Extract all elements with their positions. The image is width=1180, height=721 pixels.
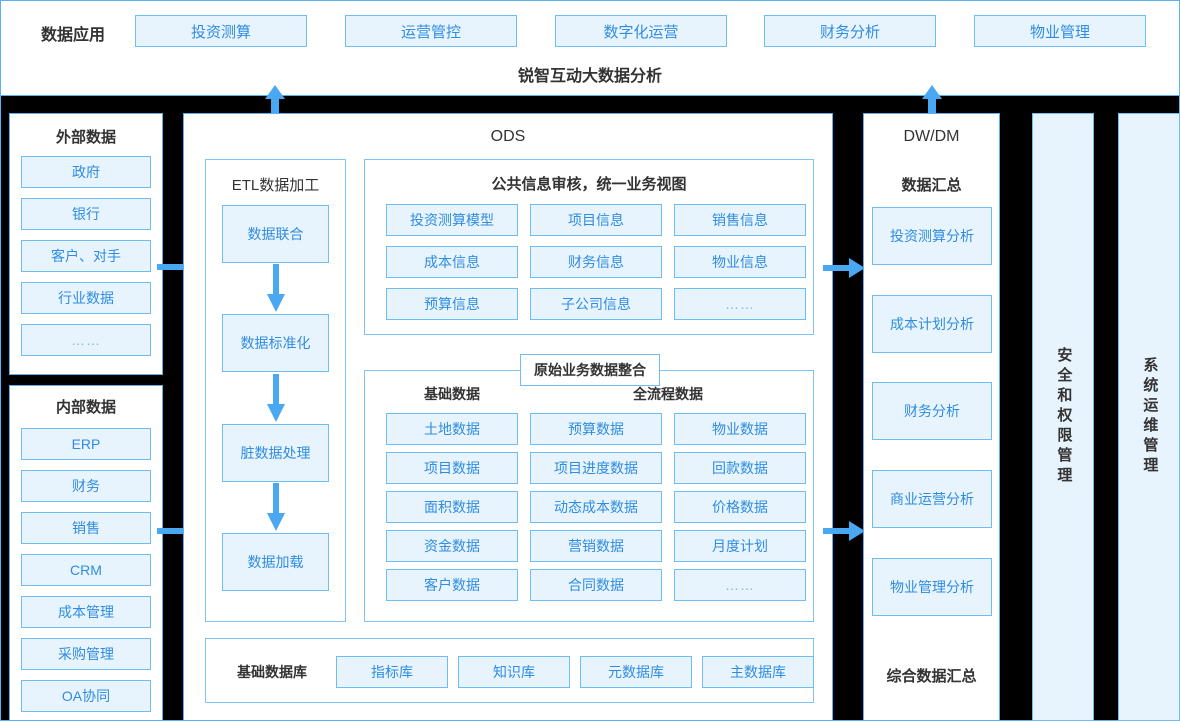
- basic-data-item-1[interactable]: 项目数据: [386, 452, 518, 484]
- full-data-col1-item-3[interactable]: 营销数据: [530, 530, 662, 562]
- etl-panel: ETL数据加工 数据联合 数据标准化 脏数据处理 数据加载: [205, 159, 346, 622]
- internal-item-cost[interactable]: 成本管理: [21, 596, 151, 628]
- ods-title: ODS: [490, 128, 526, 145]
- dwdm-title: DW/DM: [903, 128, 960, 145]
- app-chip-operation[interactable]: 运营管控: [345, 15, 517, 47]
- basic-data-item-4[interactable]: 客户数据: [386, 569, 518, 601]
- up-arrow-dwdm: [922, 85, 942, 115]
- data-application-label: 数据应用: [40, 27, 105, 44]
- base-db-item-knowledge[interactable]: 知识库: [458, 656, 570, 688]
- right-arrow-ods-to-dwdm-top: [823, 258, 865, 278]
- internal-item-crm[interactable]: CRM: [21, 554, 151, 586]
- raw-integration-panel: 基础数据 全流程数据 土地数据 项目数据 面积数据 资金数据 客户数据 预算数据…: [364, 370, 814, 622]
- internal-item-erp[interactable]: ERP: [21, 428, 151, 460]
- etl-down-arrow-3: [267, 483, 285, 531]
- basic-data-item-3[interactable]: 资金数据: [386, 530, 518, 562]
- right-arrow-ods-to-dwdm-bottom: [823, 521, 865, 541]
- full-process-data-title: 全流程数据: [633, 386, 703, 402]
- dwdm-summary-title: 数据汇总: [901, 176, 962, 194]
- full-data-col1-item-1[interactable]: 项目进度数据: [530, 452, 662, 484]
- full-data-col1-item-0[interactable]: 预算数据: [530, 413, 662, 445]
- etl-down-arrow-2: [267, 374, 285, 422]
- public-info-item-1[interactable]: 项目信息: [530, 204, 662, 236]
- basic-data-title: 基础数据: [424, 386, 480, 402]
- external-data-panel: 外部数据 政府 银行 客户、对手 行业数据 ……: [9, 113, 163, 375]
- app-chip-property[interactable]: 物业管理: [974, 15, 1146, 47]
- full-data-col2-item-0[interactable]: 物业数据: [674, 413, 806, 445]
- base-database-title: 基础数据库: [237, 664, 307, 680]
- etl-down-arrow-1: [267, 264, 285, 312]
- etl-title: ETL数据加工: [231, 176, 320, 194]
- dwdm-item-business[interactable]: 商业运营分析: [872, 470, 992, 528]
- internal-data-title: 内部数据: [55, 398, 116, 416]
- system-ops-label: 系统运维管理: [1141, 357, 1159, 477]
- dwdm-item-property[interactable]: 物业管理分析: [872, 558, 992, 616]
- external-item-industry[interactable]: 行业数据: [21, 282, 151, 314]
- full-data-col2-item-1[interactable]: 回款数据: [674, 452, 806, 484]
- full-data-col2-item-more[interactable]: ……: [674, 569, 806, 601]
- security-permission-bar: 安全和权限管理: [1032, 113, 1094, 721]
- basic-data-item-2[interactable]: 面积数据: [386, 491, 518, 523]
- public-info-item-6[interactable]: 预算信息: [386, 288, 518, 320]
- etl-step-load[interactable]: 数据加载: [222, 533, 329, 591]
- security-permission-label: 安全和权限管理: [1055, 347, 1073, 487]
- dwdm-panel: DW/DM 数据汇总 投资测算分析 成本计划分析 财务分析 商业运营分析 物业管…: [863, 113, 1000, 721]
- external-item-bank[interactable]: 银行: [21, 198, 151, 230]
- base-db-item-master[interactable]: 主数据库: [702, 656, 814, 688]
- ods-panel: ODS ETL数据加工 数据联合 数据标准化 脏数据处理 数据加载 公共信息审核…: [183, 113, 833, 721]
- data-application-band: 数据应用 投资测算 运营管控 数字化运营 财务分析 物业管理 锐智互动大数据分析: [1, 1, 1179, 96]
- public-info-item-4[interactable]: 财务信息: [530, 246, 662, 278]
- app-chip-finance[interactable]: 财务分析: [764, 15, 936, 47]
- platform-title: 锐智互动大数据分析: [517, 68, 662, 85]
- etl-step-standard[interactable]: 数据标准化: [222, 314, 329, 372]
- public-info-item-3[interactable]: 成本信息: [386, 246, 518, 278]
- dwdm-footer-title: 综合数据汇总: [886, 667, 977, 685]
- public-info-panel: 公共信息审核，统一业务视图 投资测算模型 项目信息 销售信息 成本信息 财务信息…: [364, 159, 814, 335]
- base-database-panel: 基础数据库 指标库 知识库 元数据库 主数据库: [205, 638, 814, 703]
- internal-item-sales[interactable]: 销售: [21, 512, 151, 544]
- public-info-item-more[interactable]: ……: [674, 288, 806, 320]
- app-chip-investment[interactable]: 投资测算: [135, 15, 307, 47]
- raw-integration-tab-label: 原始业务数据整合: [520, 354, 660, 386]
- external-item-customer[interactable]: 客户、对手: [21, 240, 151, 272]
- base-db-item-metric[interactable]: 指标库: [336, 656, 448, 688]
- full-data-col2-item-2[interactable]: 价格数据: [674, 491, 806, 523]
- full-data-col1-item-4[interactable]: 合同数据: [530, 569, 662, 601]
- public-info-item-7[interactable]: 子公司信息: [530, 288, 662, 320]
- up-arrow-ods: [265, 85, 285, 115]
- public-info-item-0[interactable]: 投资测算模型: [386, 204, 518, 236]
- internal-item-finance[interactable]: 财务: [21, 470, 151, 502]
- etl-step-cleanse[interactable]: 脏数据处理: [222, 424, 329, 482]
- internal-item-oa[interactable]: OA协同: [21, 680, 151, 712]
- internal-data-panel: 内部数据 ERP 财务 销售 CRM 成本管理 采购管理 OA协同: [9, 385, 163, 721]
- external-item-more[interactable]: ……: [21, 324, 151, 356]
- public-info-item-5[interactable]: 物业信息: [674, 246, 806, 278]
- full-data-col1-item-2[interactable]: 动态成本数据: [530, 491, 662, 523]
- app-chip-digital[interactable]: 数字化运营: [555, 15, 727, 47]
- dwdm-item-cost-plan[interactable]: 成本计划分析: [872, 295, 992, 353]
- base-db-item-metadata[interactable]: 元数据库: [580, 656, 692, 688]
- system-ops-bar: 系统运维管理: [1118, 113, 1180, 721]
- full-data-col2-item-3[interactable]: 月度计划: [674, 530, 806, 562]
- basic-data-item-0[interactable]: 土地数据: [386, 413, 518, 445]
- etl-step-union[interactable]: 数据联合: [222, 205, 329, 263]
- dwdm-item-investment[interactable]: 投资测算分析: [872, 207, 992, 265]
- public-info-title: 公共信息审核，统一业务视图: [491, 175, 687, 193]
- external-item-gov[interactable]: 政府: [21, 156, 151, 188]
- internal-item-purchase[interactable]: 采购管理: [21, 638, 151, 670]
- dwdm-item-finance[interactable]: 财务分析: [872, 382, 992, 440]
- external-data-title: 外部数据: [55, 128, 116, 146]
- public-info-item-2[interactable]: 销售信息: [674, 204, 806, 236]
